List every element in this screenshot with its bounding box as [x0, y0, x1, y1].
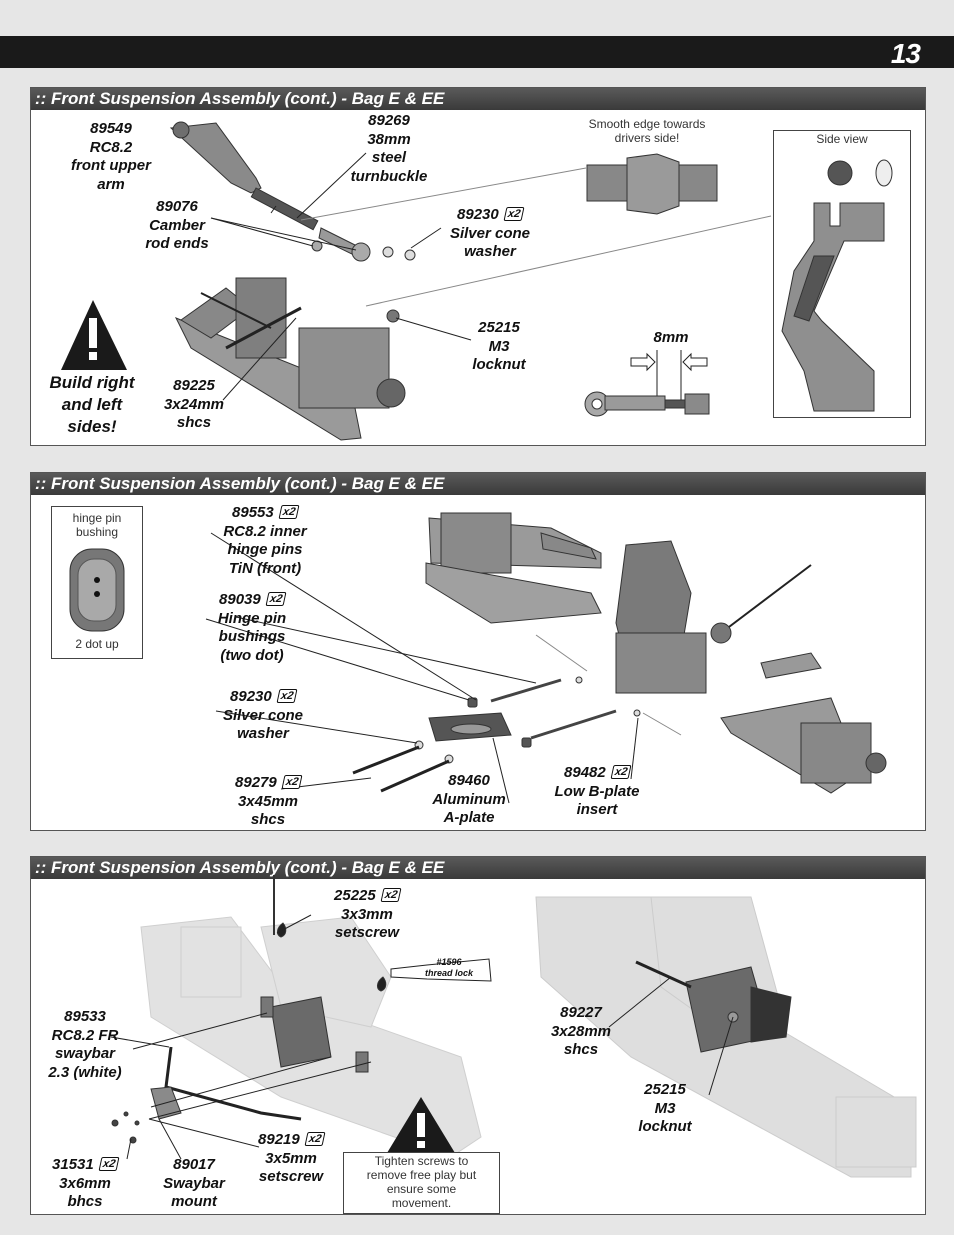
side-view-box: Side view	[773, 130, 911, 418]
panel-2-title: :: Front Suspension Assembly (cont.) - B…	[35, 474, 445, 493]
panel-3: :: Front Suspension Assembly (cont.) - B…	[30, 856, 926, 1215]
side-view-label: Side view	[816, 132, 868, 146]
front-upper-arm-drawing	[61, 121, 772, 441]
panel-2: :: Front Suspension Assembly (cont.) - B…	[30, 472, 926, 831]
panel-3-header: :: Front Suspension Assembly (cont.) - B…	[31, 857, 925, 879]
page-number: 13	[890, 38, 921, 69]
panel-1-header: :: Front Suspension Assembly (cont.) - B…	[31, 88, 925, 110]
front-assembly-exploded-drawing	[205, 512, 887, 804]
panel-2-header: :: Front Suspension Assembly (cont.) - B…	[31, 473, 925, 495]
side-view-bracket-drawing	[781, 159, 893, 412]
measure-8mm-label: 8mm	[653, 329, 689, 346]
panel-3-title: :: Front Suspension Assembly (cont.) - B…	[35, 858, 445, 877]
page-header-bar	[0, 36, 954, 68]
panel-1-title: :: Front Suspension Assembly (cont.) - B…	[35, 89, 445, 108]
swaybar-assembly-drawing	[110, 875, 917, 1178]
bushing-icon	[69, 548, 125, 632]
bushing-box-bottom: 2 dot up	[75, 637, 119, 651]
panel-1: :: Front Suspension Assembly (cont.) - B…	[30, 87, 926, 446]
